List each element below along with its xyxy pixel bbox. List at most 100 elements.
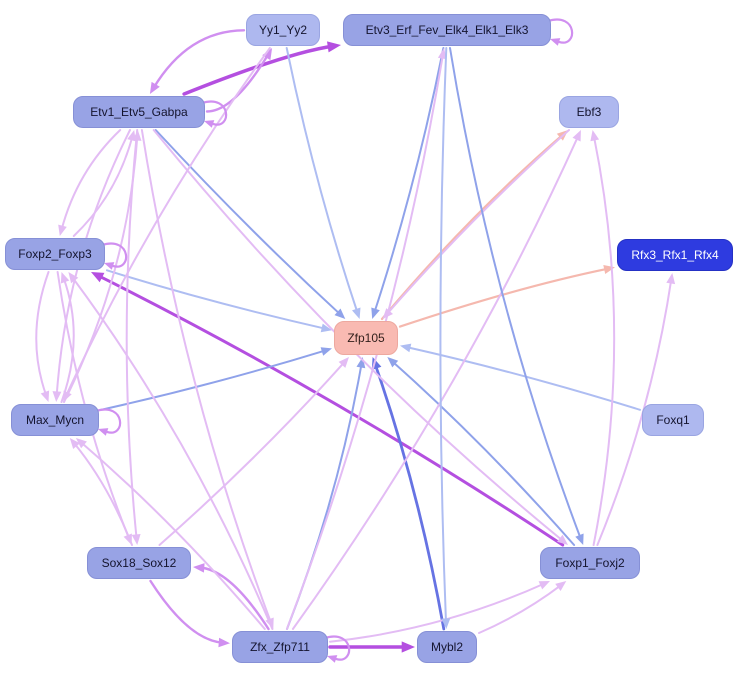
node-label: Zfx_Zfp711 [250, 640, 310, 654]
arrowhead-zfp105-rfx3 [603, 265, 615, 274]
node-foxq1[interactable]: Foxq1 [642, 404, 704, 436]
node-sox18[interactable]: Sox18_Sox12 [87, 547, 191, 579]
node-mybl2[interactable]: Mybl2 [417, 631, 477, 663]
edge-foxp2-zfp105 [106, 269, 327, 330]
node-label: Sox18_Sox12 [101, 556, 177, 570]
edge-zfx-foxp1 [329, 582, 546, 643]
edge-zfx-foxp2 [71, 276, 274, 630]
edge-etv3-foxp1 [449, 47, 582, 541]
edge-etv3-mybl2 [439, 47, 448, 624]
node-yy1[interactable]: Yy1_Yy2 [246, 14, 320, 46]
node-label: Foxp1_Foxj2 [555, 556, 625, 570]
arrowhead-sox18-max [69, 438, 80, 449]
node-label: Foxp2_Foxp3 [18, 247, 92, 261]
edge-foxp1-foxp2 [96, 273, 565, 547]
edge-sox18-zfp105 [158, 360, 346, 546]
arrowhead-mybl2-foxp1 [555, 581, 567, 591]
arrowhead-foxp1-ebf3 [590, 130, 600, 142]
self-loop-arrowhead-foxp2 [104, 262, 115, 270]
arrowhead-yy1-max [63, 390, 72, 402]
node-label: Etv3_Erf_Fev_Elk4_Elk1_Elk3 [365, 23, 529, 37]
node-ebf3[interactable]: Ebf3 [559, 96, 619, 128]
self-loop-max [94, 408, 122, 434]
arrowhead-foxq1-zfp105 [400, 343, 412, 353]
arrowhead-max-foxp2 [60, 272, 70, 284]
arrowhead-zfx-sox18 [193, 563, 205, 573]
edge-zfx-max [79, 441, 266, 630]
edge-zfx-zfp105 [286, 362, 363, 630]
edge-foxq1-zfp105 [405, 346, 641, 411]
edge-zfp105-rfx3 [398, 267, 610, 328]
edge-ebf3-zfp105 [385, 129, 570, 316]
arrowhead-foxp2-zfp105 [320, 323, 332, 333]
node-label: Zfp105 [347, 331, 385, 345]
node-label: Foxq1 [656, 413, 690, 427]
node-label: Max_Mycn [25, 413, 84, 427]
self-loop-arrowhead-etv1 [204, 120, 215, 128]
edge-etv1-foxp2 [60, 129, 122, 231]
arrowhead-etv1-foxp1 [557, 534, 568, 545]
node-etv1[interactable]: Etv1_Etv5_Gabpa [73, 96, 205, 128]
arrowhead-zfx-max [75, 438, 87, 449]
node-label: Ebf3 [576, 105, 602, 119]
edge-etv1-zfp105 [154, 129, 342, 316]
arrowhead-zfx-ebf3 [572, 130, 581, 142]
edge-zfx-sox18 [198, 566, 270, 631]
self-loop-arrowhead-zfx [327, 655, 338, 663]
self-loop-arrowhead-max [98, 428, 109, 436]
arrowhead-sox18-zfp105 [338, 357, 349, 368]
arrowhead-foxp1-rfx3 [666, 273, 676, 285]
arrowhead-etv1-etv3 [327, 41, 341, 53]
edge-foxp1-ebf3 [592, 135, 616, 546]
edge-etv1-sox18 [125, 129, 139, 540]
self-loop-etv1 [200, 100, 228, 126]
arrowhead-foxp2-sox18 [123, 533, 132, 545]
edge-etv1-etv3 [182, 44, 335, 96]
node-foxp1[interactable]: Foxp1_Foxj2 [540, 547, 640, 579]
arrowhead-zfx-foxp2 [68, 272, 79, 284]
node-label: Mybl2 [430, 640, 463, 654]
self-loop-foxp2 [100, 242, 128, 268]
arrowhead-yy1-zfp105 [352, 307, 361, 319]
arrowhead-etv3-foxp1 [575, 533, 584, 545]
arrowhead-etv1-foxp2 [58, 224, 67, 236]
arrowhead-etv3-mybl2 [441, 618, 451, 629]
edge-yy1-max [64, 47, 271, 398]
self-loop-etv3 [546, 18, 574, 44]
node-label: Rfx3_Rfx1_Rfx4 [631, 248, 719, 262]
arrowhead-foxp1-zfp105 [387, 357, 399, 368]
node-foxp2[interactable]: Foxp2_Foxp3 [5, 238, 105, 270]
edge-max-foxp2 [60, 277, 75, 403]
arrowhead-foxp1-foxp2 [91, 272, 105, 283]
arrowhead-foxp2-max [40, 390, 50, 402]
arrowhead-etv1-yy1 [262, 48, 273, 61]
node-rfx3[interactable]: Rfx3_Rfx1_Rfx4 [617, 239, 733, 271]
arrowhead-max-zfp105 [320, 347, 332, 356]
edge-yy1-zfp105 [285, 47, 359, 314]
edge-zfx-ebf3 [291, 134, 580, 630]
edge-foxp2-max [35, 271, 50, 397]
edge-mybl2-zfp105 [373, 362, 446, 631]
node-label: Yy1_Yy2 [258, 23, 308, 37]
arrowhead-zfx-etv3 [437, 48, 447, 60]
node-label: Etv1_Etv5_Gabpa [90, 105, 188, 119]
node-etv3[interactable]: Etv3_Erf_Fev_Elk4_Elk1_Elk3 [343, 14, 551, 46]
arrowhead-etv1-sox18 [131, 534, 141, 545]
node-max[interactable]: Max_Mycn [11, 404, 99, 436]
edge-etv1-zfx [140, 129, 273, 624]
node-zfx[interactable]: Zfx_Zfp711 [232, 631, 328, 663]
edge-sox18-max [72, 441, 133, 546]
edge-max-zfp105 [100, 349, 327, 411]
arrowhead-etv3-zfp105 [371, 307, 380, 319]
node-zfp105[interactable]: Zfp105 [334, 321, 398, 355]
edge-foxp1-zfp105 [391, 360, 576, 546]
edge-mybl2-foxp1 [478, 583, 563, 634]
edge-etv3-zfp105 [373, 47, 445, 314]
edge-foxp2-etv1 [72, 135, 134, 237]
self-loop-zfx [323, 635, 351, 661]
arrowhead-etv1-max [52, 391, 62, 402]
arrowhead-zfx-mybl2 [401, 641, 415, 653]
arrowhead-sox18-zfx [218, 637, 230, 648]
